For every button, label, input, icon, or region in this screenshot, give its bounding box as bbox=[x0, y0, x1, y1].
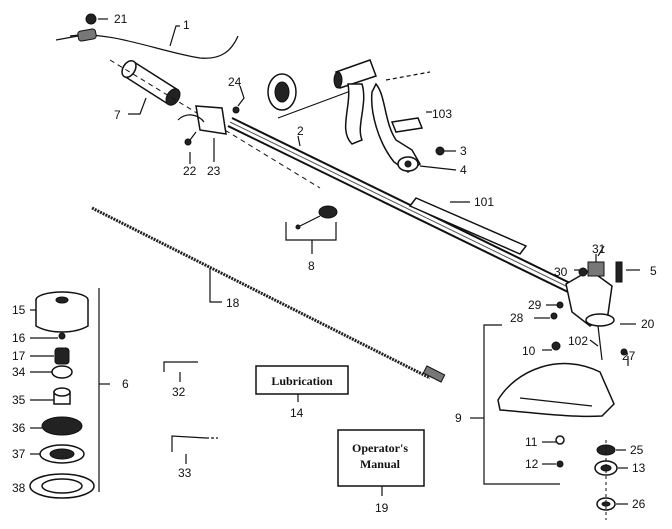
callout-1: 1 bbox=[183, 18, 190, 32]
callout-10: 10 bbox=[522, 344, 536, 358]
callout-2: 2 bbox=[297, 124, 304, 138]
manual-label-line1: Operator's bbox=[352, 441, 408, 455]
callout-29: 29 bbox=[528, 298, 542, 312]
callout-15: 15 bbox=[12, 303, 26, 317]
callout-30: 30 bbox=[554, 265, 568, 279]
callout-20: 20 bbox=[641, 317, 655, 331]
callout-4: 4 bbox=[460, 163, 467, 177]
leader-lines bbox=[30, 18, 640, 505]
callout-6: 6 bbox=[122, 377, 129, 391]
callout-17: 17 bbox=[12, 349, 26, 363]
group-brackets bbox=[98, 288, 560, 492]
label-103 bbox=[390, 117, 424, 133]
callout-32: 32 bbox=[172, 385, 186, 399]
knob-assembly bbox=[285, 205, 338, 241]
callout-34: 34 bbox=[12, 365, 26, 379]
callout-16: 16 bbox=[12, 331, 26, 345]
callout-31: 31 bbox=[592, 242, 606, 256]
label-101 bbox=[408, 197, 528, 255]
callout-28: 28 bbox=[510, 311, 524, 325]
throttle-cable bbox=[55, 28, 239, 59]
callout-35: 35 bbox=[12, 393, 26, 407]
callout-22: 22 bbox=[183, 164, 197, 178]
operators-manual-box: Operator's Manual bbox=[337, 429, 425, 496]
callout-36: 36 bbox=[12, 421, 26, 435]
callout-3: 3 bbox=[460, 144, 467, 158]
callout-7: 7 bbox=[114, 108, 121, 122]
handle-grip bbox=[109, 59, 321, 189]
callout-13: 13 bbox=[632, 461, 646, 475]
collar bbox=[267, 73, 349, 119]
callout-24: 24 bbox=[228, 75, 242, 89]
callout-101: 101 bbox=[474, 195, 494, 209]
lubrication-label: Lubrication bbox=[271, 374, 333, 388]
drive-shaft-tube bbox=[227, 117, 573, 293]
callout-18: 18 bbox=[226, 296, 240, 310]
lubrication-box: Lubrication bbox=[255, 365, 349, 402]
callout-103: 103 bbox=[432, 107, 452, 121]
callout-26: 26 bbox=[632, 497, 646, 511]
callout-11: 11 bbox=[525, 435, 538, 449]
callout-8: 8 bbox=[308, 259, 315, 273]
washer-stack bbox=[594, 440, 618, 520]
handle-clamp bbox=[177, 105, 240, 146]
callout-25: 25 bbox=[630, 443, 644, 457]
callout-33: 33 bbox=[178, 466, 192, 480]
callout-9: 9 bbox=[455, 411, 462, 425]
callout-102: 102 bbox=[568, 334, 588, 348]
callout-12: 12 bbox=[525, 457, 539, 471]
callout-14: 14 bbox=[290, 406, 304, 420]
callout-27: 27 bbox=[622, 349, 636, 363]
callout-23: 23 bbox=[207, 164, 221, 178]
screw-21 bbox=[85, 13, 97, 25]
callout-19: 19 bbox=[375, 501, 389, 515]
handle-assembly bbox=[333, 59, 445, 173]
callout-21: 21 bbox=[114, 12, 128, 26]
callout-37: 37 bbox=[12, 447, 26, 461]
callout-labels: 21 1 7 24 2 22 23 3 4 103 101 8 18 30 31… bbox=[12, 12, 657, 515]
callout-38: 38 bbox=[12, 481, 26, 495]
callout-5: 5 bbox=[650, 264, 657, 278]
manual-label-line2: Manual bbox=[360, 457, 401, 471]
trimmer-head-parts bbox=[29, 291, 95, 499]
flexible-drive-shaft bbox=[91, 206, 446, 383]
hex-key-32 bbox=[163, 361, 198, 372]
trimmer-shield bbox=[497, 341, 615, 468]
hex-key-33 bbox=[171, 435, 218, 452]
gear-head bbox=[550, 245, 628, 361]
